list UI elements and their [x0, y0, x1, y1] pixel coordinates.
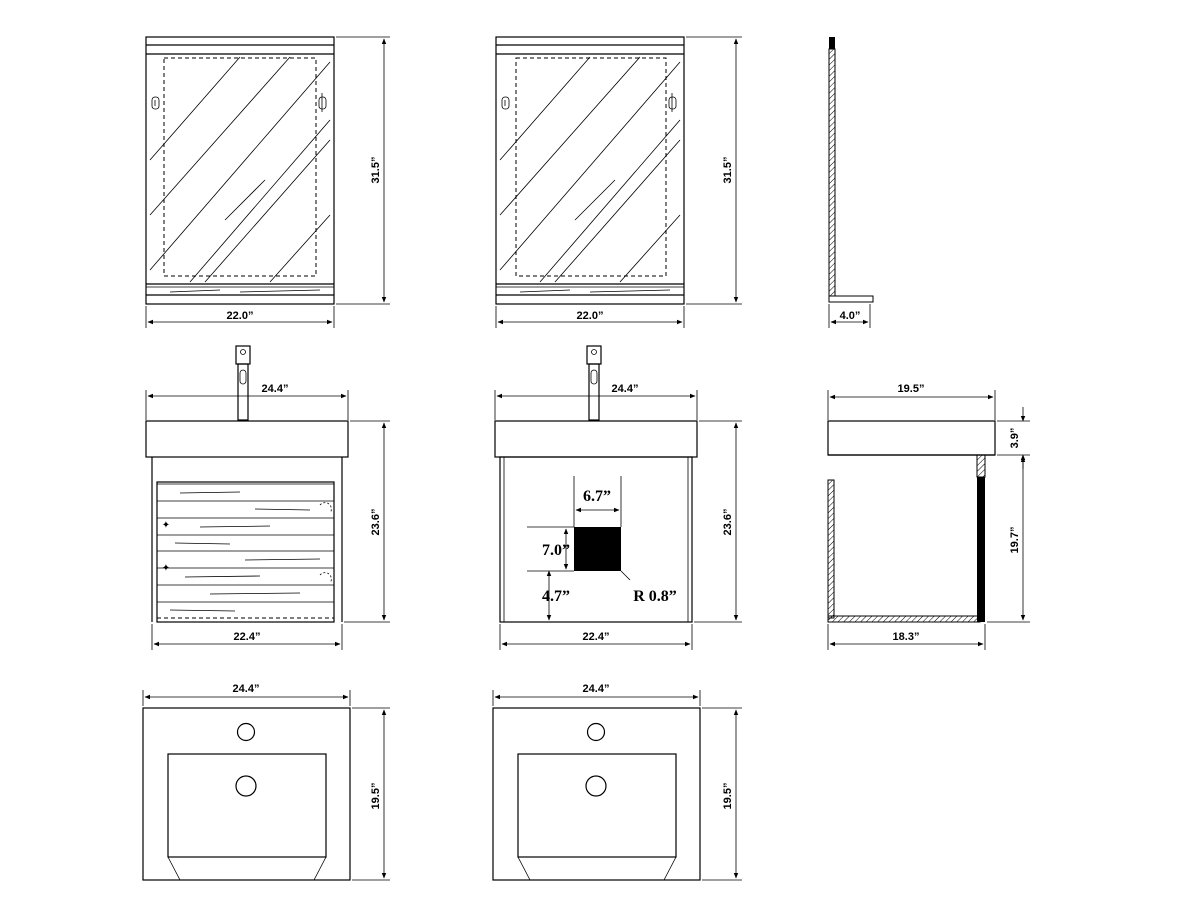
vanity-side-top-height-label: 3.9” — [1009, 428, 1021, 449]
mirror-clip-icon — [318, 93, 327, 112]
mirror-front-view: 22.0” 31.5” — [145, 36, 390, 328]
mirror-front-width-label: 22.0” — [227, 310, 254, 322]
drain-hole-icon — [235, 775, 257, 797]
hinge-icon — [319, 502, 332, 514]
sink-b-width-label: 24.4” — [583, 683, 610, 695]
mirror-clip-icon — [668, 93, 677, 112]
mirror-front-height-label: 31.5” — [370, 157, 382, 184]
drain-hole-icon — [585, 775, 607, 797]
vanity-front-bottom-width-label: 22.4” — [234, 631, 261, 643]
knob-icon: ✦ — [162, 520, 170, 531]
mirror-back-height-label: 31.5” — [722, 157, 734, 184]
sink-top-view-a: 24.4” 19.5” — [142, 683, 390, 881]
cutout-radius-label: R 0.8” — [633, 588, 677, 605]
cutout-offset-label: 4.7” — [542, 588, 570, 605]
vanity-back-view: 6.7” 7.0” 4.7” R 0.8” 24.4” 23.6” 22.4” — [494, 345, 742, 650]
mirror-clip-icon — [151, 96, 160, 110]
vanity-back-height-label: 23.6” — [722, 509, 734, 536]
faucet-icon — [235, 345, 251, 421]
sink-b-depth-label: 19.5” — [722, 783, 734, 810]
hinge-icon — [319, 572, 332, 584]
cutout-width-label: 6.7” — [583, 488, 611, 505]
vanity-side-depth-label: 19.5” — [898, 383, 925, 395]
vanity-front-height-label: 23.6” — [370, 509, 382, 536]
faucet-hole-icon — [586, 722, 606, 742]
vanity-front-top-width-label: 24.4” — [262, 383, 289, 395]
vanity-back-bottom-width-label: 22.4” — [583, 631, 610, 643]
sink-top-view-b: 24.4” 19.5” — [492, 683, 742, 881]
mirror-side-view: 4.0” — [828, 37, 874, 328]
knob-icon: ✦ — [162, 563, 170, 574]
mirror-clip-icon — [501, 96, 510, 110]
vanity-side-view: 19.5” 3.9” 19.7” 18.3” — [827, 383, 1030, 650]
vanity-side-inner-depth-label: 18.3” — [893, 631, 920, 643]
faucet-icon — [586, 345, 602, 421]
vanity-back-top-width-label: 24.4” — [612, 383, 639, 395]
vanity-side-cabinet-height-label: 19.7” — [1009, 527, 1021, 554]
plumbing-cutout — [574, 527, 621, 571]
vanity-front-view: ✦ ✦ 24.4” 23.6” 22.4” — [145, 345, 390, 650]
mirror-back-view: 22.0” 31.5” — [495, 36, 742, 328]
sink-a-width-label: 24.4” — [233, 683, 260, 695]
cutout-height-label: 7.0” — [542, 542, 570, 559]
mirror-back-width-label: 22.0” — [577, 310, 604, 322]
mirror-side-depth-label: 4.0” — [840, 310, 861, 322]
faucet-hole-icon — [236, 722, 256, 742]
sink-a-depth-label: 19.5” — [370, 783, 382, 810]
